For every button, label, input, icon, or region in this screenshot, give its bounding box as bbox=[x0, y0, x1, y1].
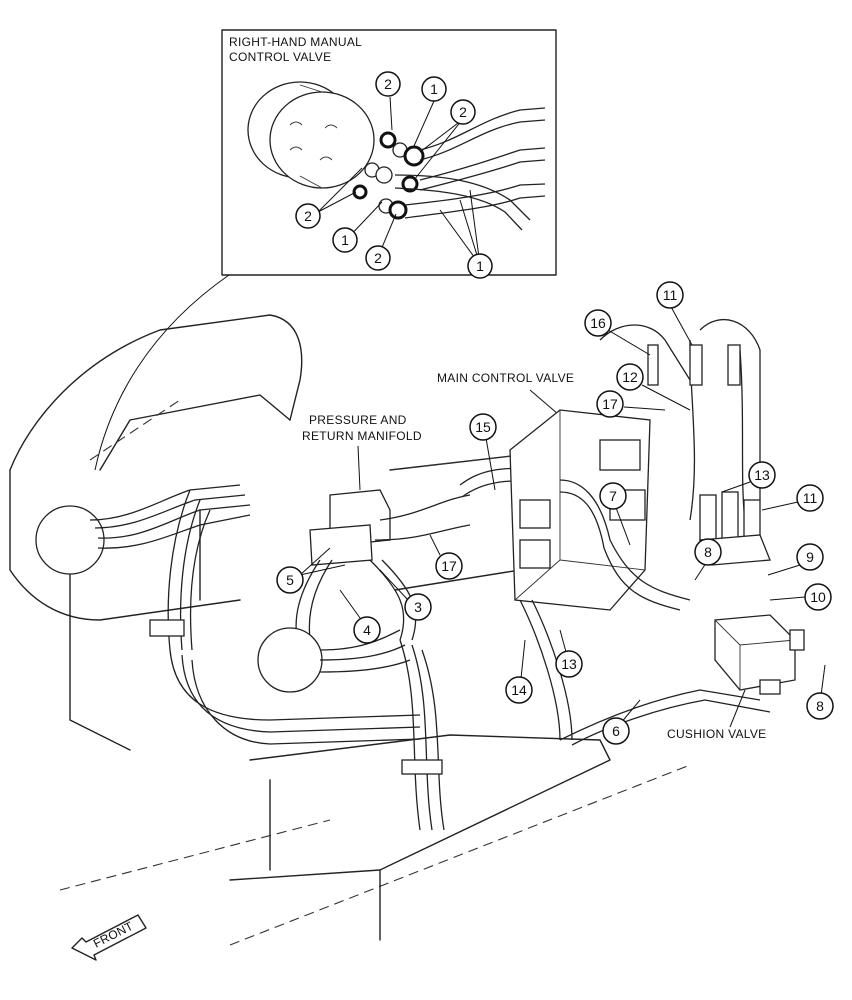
callout-4: 4 bbox=[353, 616, 381, 644]
main-control-valve: MAIN CONTROL VALVE bbox=[437, 371, 651, 611]
svg-text:11: 11 bbox=[803, 490, 818, 506]
inset-frame bbox=[221, 29, 557, 276]
callout-6: 6 bbox=[602, 717, 630, 745]
left-hose-bundle bbox=[35, 484, 421, 745]
callout-2-c: 2 bbox=[295, 203, 321, 229]
disc-bolts bbox=[289, 121, 338, 161]
pressure-and-return-manifold: PRESSURE AND RETURN MANIFOLD bbox=[302, 413, 521, 591]
label-pressure-return-line1: PRESSURE AND bbox=[309, 413, 407, 427]
svg-text:12: 12 bbox=[622, 369, 638, 385]
svg-text:10: 10 bbox=[810, 589, 826, 605]
inset-right-hand-manual-control-valve: RIGHT-HAND MANUAL CONTROL VALVE bbox=[221, 29, 557, 279]
svg-text:9: 9 bbox=[806, 549, 814, 565]
label-cushion-valve: CUSHION VALVE bbox=[667, 727, 766, 741]
callout-8-b: 8 bbox=[806, 692, 834, 720]
svg-text:16: 16 bbox=[590, 315, 606, 331]
callout-13-a: 13 bbox=[748, 461, 776, 489]
callout-2-d: 2 bbox=[365, 245, 391, 271]
svg-text:1: 1 bbox=[430, 81, 438, 97]
valve-disc-front bbox=[269, 91, 375, 189]
callout-13-b: 13 bbox=[555, 650, 583, 678]
svg-text:17: 17 bbox=[441, 558, 457, 574]
svg-text:2: 2 bbox=[459, 104, 467, 120]
callout-1-a: 1 bbox=[421, 76, 447, 102]
callout-1-c: 1 bbox=[467, 253, 493, 279]
svg-text:1: 1 bbox=[341, 232, 349, 248]
cab-console bbox=[9, 314, 303, 751]
callout-12: 12 bbox=[616, 363, 644, 391]
callout-17-a: 17 bbox=[596, 390, 624, 418]
callout-3: 3 bbox=[404, 593, 432, 621]
svg-text:8: 8 bbox=[704, 544, 712, 560]
middle-hoses bbox=[257, 467, 561, 831]
main-callouts: 16 11 12 17 15 13 11 7 bbox=[276, 281, 834, 745]
svg-text:7: 7 bbox=[609, 488, 617, 504]
inset-title-line2: CONTROL VALVE bbox=[229, 50, 331, 64]
svg-text:1: 1 bbox=[476, 258, 484, 274]
callout-11-a: 11 bbox=[656, 281, 684, 309]
svg-text:14: 14 bbox=[511, 682, 527, 698]
disc-edges bbox=[299, 84, 323, 189]
svg-text:17: 17 bbox=[602, 396, 618, 412]
callout-9: 9 bbox=[796, 543, 824, 571]
label-main-control-valve: MAIN CONTROL VALVE bbox=[437, 371, 574, 385]
callout-14: 14 bbox=[505, 676, 533, 704]
svg-text:8: 8 bbox=[816, 698, 824, 714]
callout-17-b: 17 bbox=[435, 552, 463, 580]
callout-1-b: 1 bbox=[332, 227, 358, 253]
cushion-valve: CUSHION VALVE bbox=[667, 614, 805, 741]
svg-text:11: 11 bbox=[663, 287, 678, 303]
inset-leader bbox=[94, 274, 230, 471]
svg-text:3: 3 bbox=[414, 599, 422, 615]
svg-text:2: 2 bbox=[374, 250, 382, 266]
callout-16: 16 bbox=[584, 309, 612, 337]
floor-plate bbox=[59, 734, 691, 946]
svg-text:4: 4 bbox=[363, 622, 371, 638]
front-arrow-icon bbox=[71, 914, 147, 961]
svg-text:2: 2 bbox=[384, 76, 392, 92]
callout-7: 7 bbox=[599, 482, 627, 510]
callout-15: 15 bbox=[469, 413, 497, 441]
callout-5: 5 bbox=[276, 566, 304, 594]
svg-text:15: 15 bbox=[475, 419, 491, 435]
svg-text:2: 2 bbox=[304, 208, 312, 224]
svg-text:5: 5 bbox=[286, 572, 294, 588]
front-arrow: FRONT bbox=[71, 914, 147, 961]
label-front: FRONT bbox=[91, 919, 136, 951]
svg-text:13: 13 bbox=[754, 467, 770, 483]
callout-2-a: 2 bbox=[375, 71, 401, 97]
svg-text:13: 13 bbox=[561, 656, 577, 672]
svg-text:6: 6 bbox=[612, 723, 620, 739]
inset-hoses bbox=[394, 107, 546, 231]
callout-8-a: 8 bbox=[694, 538, 722, 566]
inset-fittings bbox=[352, 131, 425, 220]
callout-10: 10 bbox=[804, 583, 832, 611]
callout-11-b: 11 bbox=[796, 484, 824, 512]
inset-title-line1: RIGHT-HAND MANUAL bbox=[229, 35, 362, 49]
callout-2-b: 2 bbox=[450, 99, 476, 125]
label-pressure-return-line2: RETURN MANIFOLD bbox=[302, 429, 422, 443]
